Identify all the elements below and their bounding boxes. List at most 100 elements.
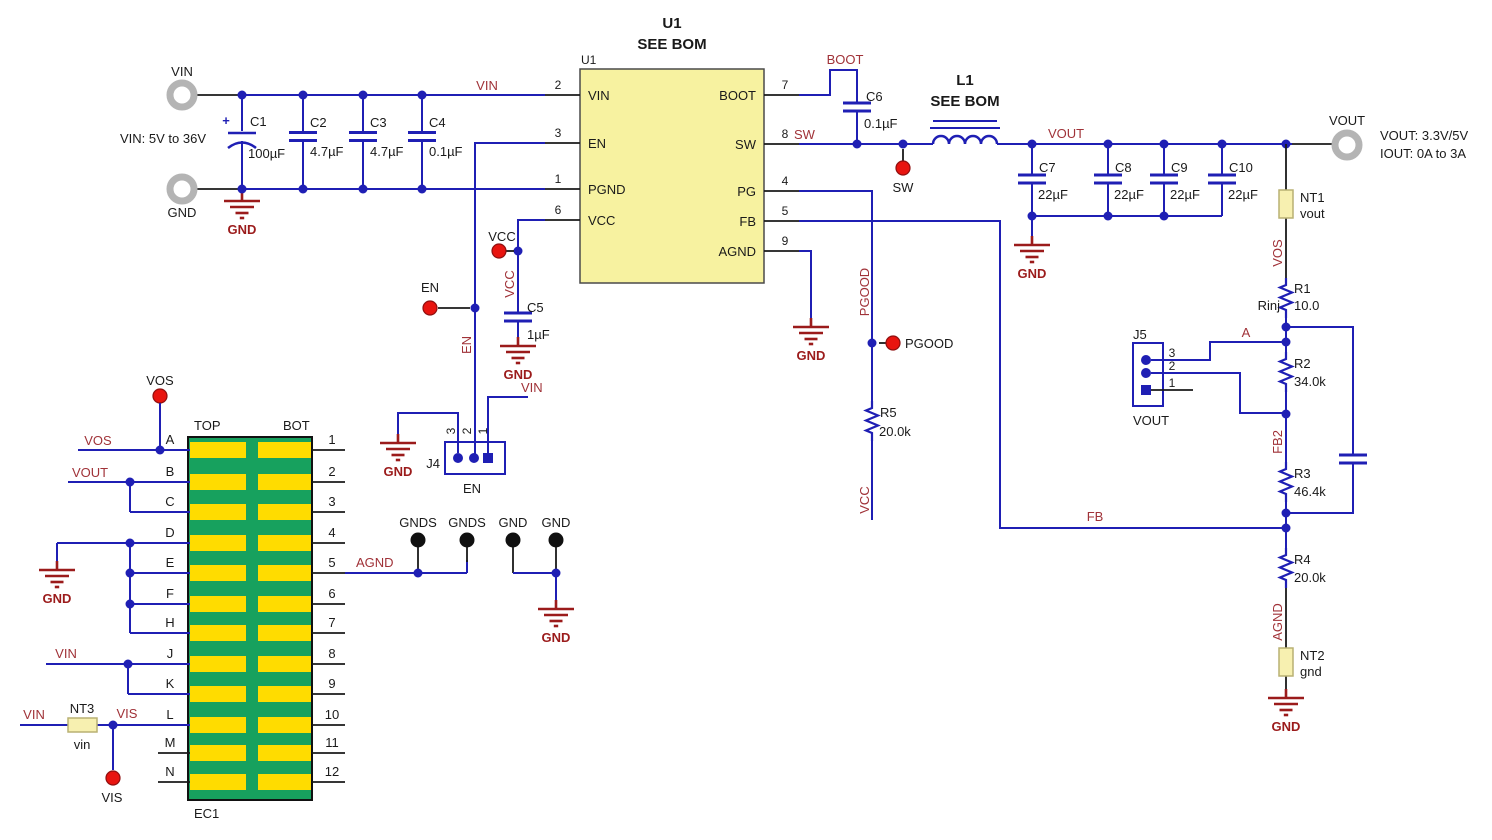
l1-title: L1: [956, 72, 974, 89]
feedforward-capacitor[interactable]: [1337, 453, 1369, 465]
junction-dot: [413, 568, 423, 578]
c6-value: 0.1µF: [864, 116, 898, 131]
capacitor-c4[interactable]: C4 0.1µF: [406, 95, 463, 189]
u1-pin-agnd: AGND: [718, 244, 756, 259]
j5-pin1-num: 1: [1169, 376, 1176, 390]
j5-pin2-wire-fb2: [1151, 372, 1286, 414]
junction-dots-ec1: [108, 445, 165, 730]
r1-value: 10.0: [1294, 298, 1319, 313]
u1-pin5-num: 5: [782, 204, 789, 218]
fb2-net-label: FB2: [1270, 430, 1285, 454]
capacitor-c9[interactable]: C9 22µF: [1148, 144, 1200, 216]
l1-core-lines: [930, 120, 1000, 129]
u1-subtitle: SEE BOM: [637, 36, 706, 53]
gnd-label: GND: [504, 367, 533, 382]
gnd-testpoint-2[interactable]: [548, 532, 564, 548]
capacitor-c3[interactable]: C3 4.7µF: [347, 95, 404, 189]
vcc-net-wire: [517, 219, 545, 337]
c2-ref: C2: [310, 115, 327, 130]
j4-refdes: J4: [426, 456, 440, 471]
gnds-testpoint-1[interactable]: [410, 532, 426, 548]
pgood-circuit: PGOOD PGOOD R5 20.0k VCC: [799, 190, 953, 520]
net-tie-nt3[interactable]: NT3 vin: [67, 701, 98, 752]
vout-rail: VOUT VOUT: 3.3V/5V IOUT: 0A to 3A VOUT C…: [997, 113, 1468, 281]
u1-pin-vcc: VCC: [588, 213, 615, 228]
capacitor-c2[interactable]: C2 4.7µF: [287, 95, 344, 189]
input-section: VIN GND VIN: 5V to 36V VIN + C1 100µF C2…: [120, 64, 545, 237]
vos-testpoint[interactable]: [152, 388, 168, 404]
vin-range-note: VIN: 5V to 36V: [120, 131, 206, 146]
j5-refdes: J5: [1133, 327, 1147, 342]
resistor-r5[interactable]: R5 20.0k: [864, 399, 911, 443]
ic-u1[interactable]: U1 SEE BOM U1 2 VIN 3 EN 1 PGND 6 VCC 7 …: [545, 15, 799, 284]
capacitor-c10[interactable]: C10 22µF: [1206, 144, 1258, 216]
connector-j4[interactable]: 3 2 1 J4 EN: [426, 427, 506, 496]
ec1-row-number: 6: [328, 586, 335, 601]
vout-terminal[interactable]: [1335, 133, 1359, 157]
resistor-r2[interactable]: R2 34.0k: [1278, 350, 1326, 394]
capacitor-c6[interactable]: C6 0.1µF: [841, 89, 898, 131]
pgood-tp-label: PGOOD: [905, 336, 953, 351]
net-tie-nt1[interactable]: NT1 vout: [1278, 189, 1325, 221]
gnd-terminal[interactable]: [170, 177, 194, 201]
capacitor-c8[interactable]: C8 22µF: [1092, 144, 1144, 216]
capacitor-c1[interactable]: + C1 100µF: [222, 95, 285, 192]
vcc-testpoint[interactable]: [491, 243, 507, 259]
fb-net-label: FB: [1087, 509, 1104, 524]
vis-testpoint[interactable]: [105, 770, 121, 786]
connector-j5[interactable]: J5 3 2 1 VOUT: [1132, 327, 1286, 428]
resistor-r4[interactable]: R4 20.0k: [1278, 546, 1326, 590]
j5-pin3: [1141, 355, 1151, 365]
c1-plus-sign: +: [222, 113, 230, 128]
en-net-label: EN: [459, 336, 474, 354]
ec1-pads-right: [258, 442, 311, 790]
c5-value: 1µF: [527, 327, 550, 342]
pgood-net-wire: [799, 190, 873, 520]
feedback-divider: NT1 vout VOS R1 10.0 Rinj A R2 34.0k FB2…: [1242, 144, 1369, 734]
ec1-row-number: 7: [328, 615, 335, 630]
c1-ref: C1: [250, 114, 267, 129]
nt3-ref: NT3: [70, 701, 95, 716]
vcc-net-label-bottom: VCC: [857, 486, 872, 513]
gnd-label: GND: [542, 630, 571, 645]
r2-value: 34.0k: [1294, 374, 1326, 389]
ec1-row-letter: D: [165, 525, 174, 540]
ec1-body[interactable]: [187, 436, 313, 801]
vin-terminal[interactable]: [170, 83, 194, 107]
r4-value: 20.0k: [1294, 570, 1326, 585]
pgood-testpoint[interactable]: [885, 335, 901, 351]
ec1-row-letter: C: [165, 494, 174, 509]
fb-circuit: FB: [799, 220, 1286, 529]
sw-testpoint[interactable]: [895, 160, 911, 176]
resistor-r1[interactable]: R1 10.0 Rinj: [1258, 276, 1320, 320]
r3-ref: R3: [1294, 466, 1311, 481]
agnd-net-label: AGND: [1270, 603, 1285, 641]
vin-terminal-label: VIN: [171, 64, 193, 79]
en-testpoint[interactable]: [422, 300, 438, 316]
vout-spec-line1: VOUT: 3.3V/5V: [1380, 128, 1468, 143]
gnds-testpoint-2[interactable]: [459, 532, 475, 548]
ec1-row-letter: M: [165, 735, 176, 750]
gnd-symbol: [1012, 234, 1052, 264]
resistor-r3[interactable]: R3 46.4k: [1278, 460, 1326, 504]
c5-ref: C5: [527, 300, 544, 315]
edge-connector-ec1[interactable]: TOP BOT EC1 A B C D E F H J K L M N 1 2 …: [158, 418, 345, 821]
gnd-symbol: [1266, 687, 1306, 717]
inductor-l1[interactable]: L1 SEE BOM: [930, 72, 1000, 145]
r4-ref: R4: [1294, 552, 1311, 567]
gnd-testpoint-1[interactable]: [505, 532, 521, 548]
c7-value: 22µF: [1038, 187, 1068, 202]
r5-value: 20.0k: [879, 424, 911, 439]
r1-note: Rinj: [1258, 298, 1281, 313]
capacitor-c7[interactable]: C7 22µF: [1016, 144, 1068, 216]
gnd-symbol: [791, 316, 831, 346]
gnd-terminal-label: GND: [168, 205, 197, 220]
vout-net-label: VOUT: [1048, 126, 1084, 141]
nt3-name: vin: [74, 737, 91, 752]
vis-tp-label: VIS: [102, 790, 123, 805]
j4-pin2-num: 2: [460, 427, 474, 434]
net-tie-nt2[interactable]: NT2 gnd: [1278, 647, 1325, 679]
capacitor-c5[interactable]: C5 1µF: [502, 300, 550, 342]
u1-body[interactable]: [579, 68, 765, 284]
